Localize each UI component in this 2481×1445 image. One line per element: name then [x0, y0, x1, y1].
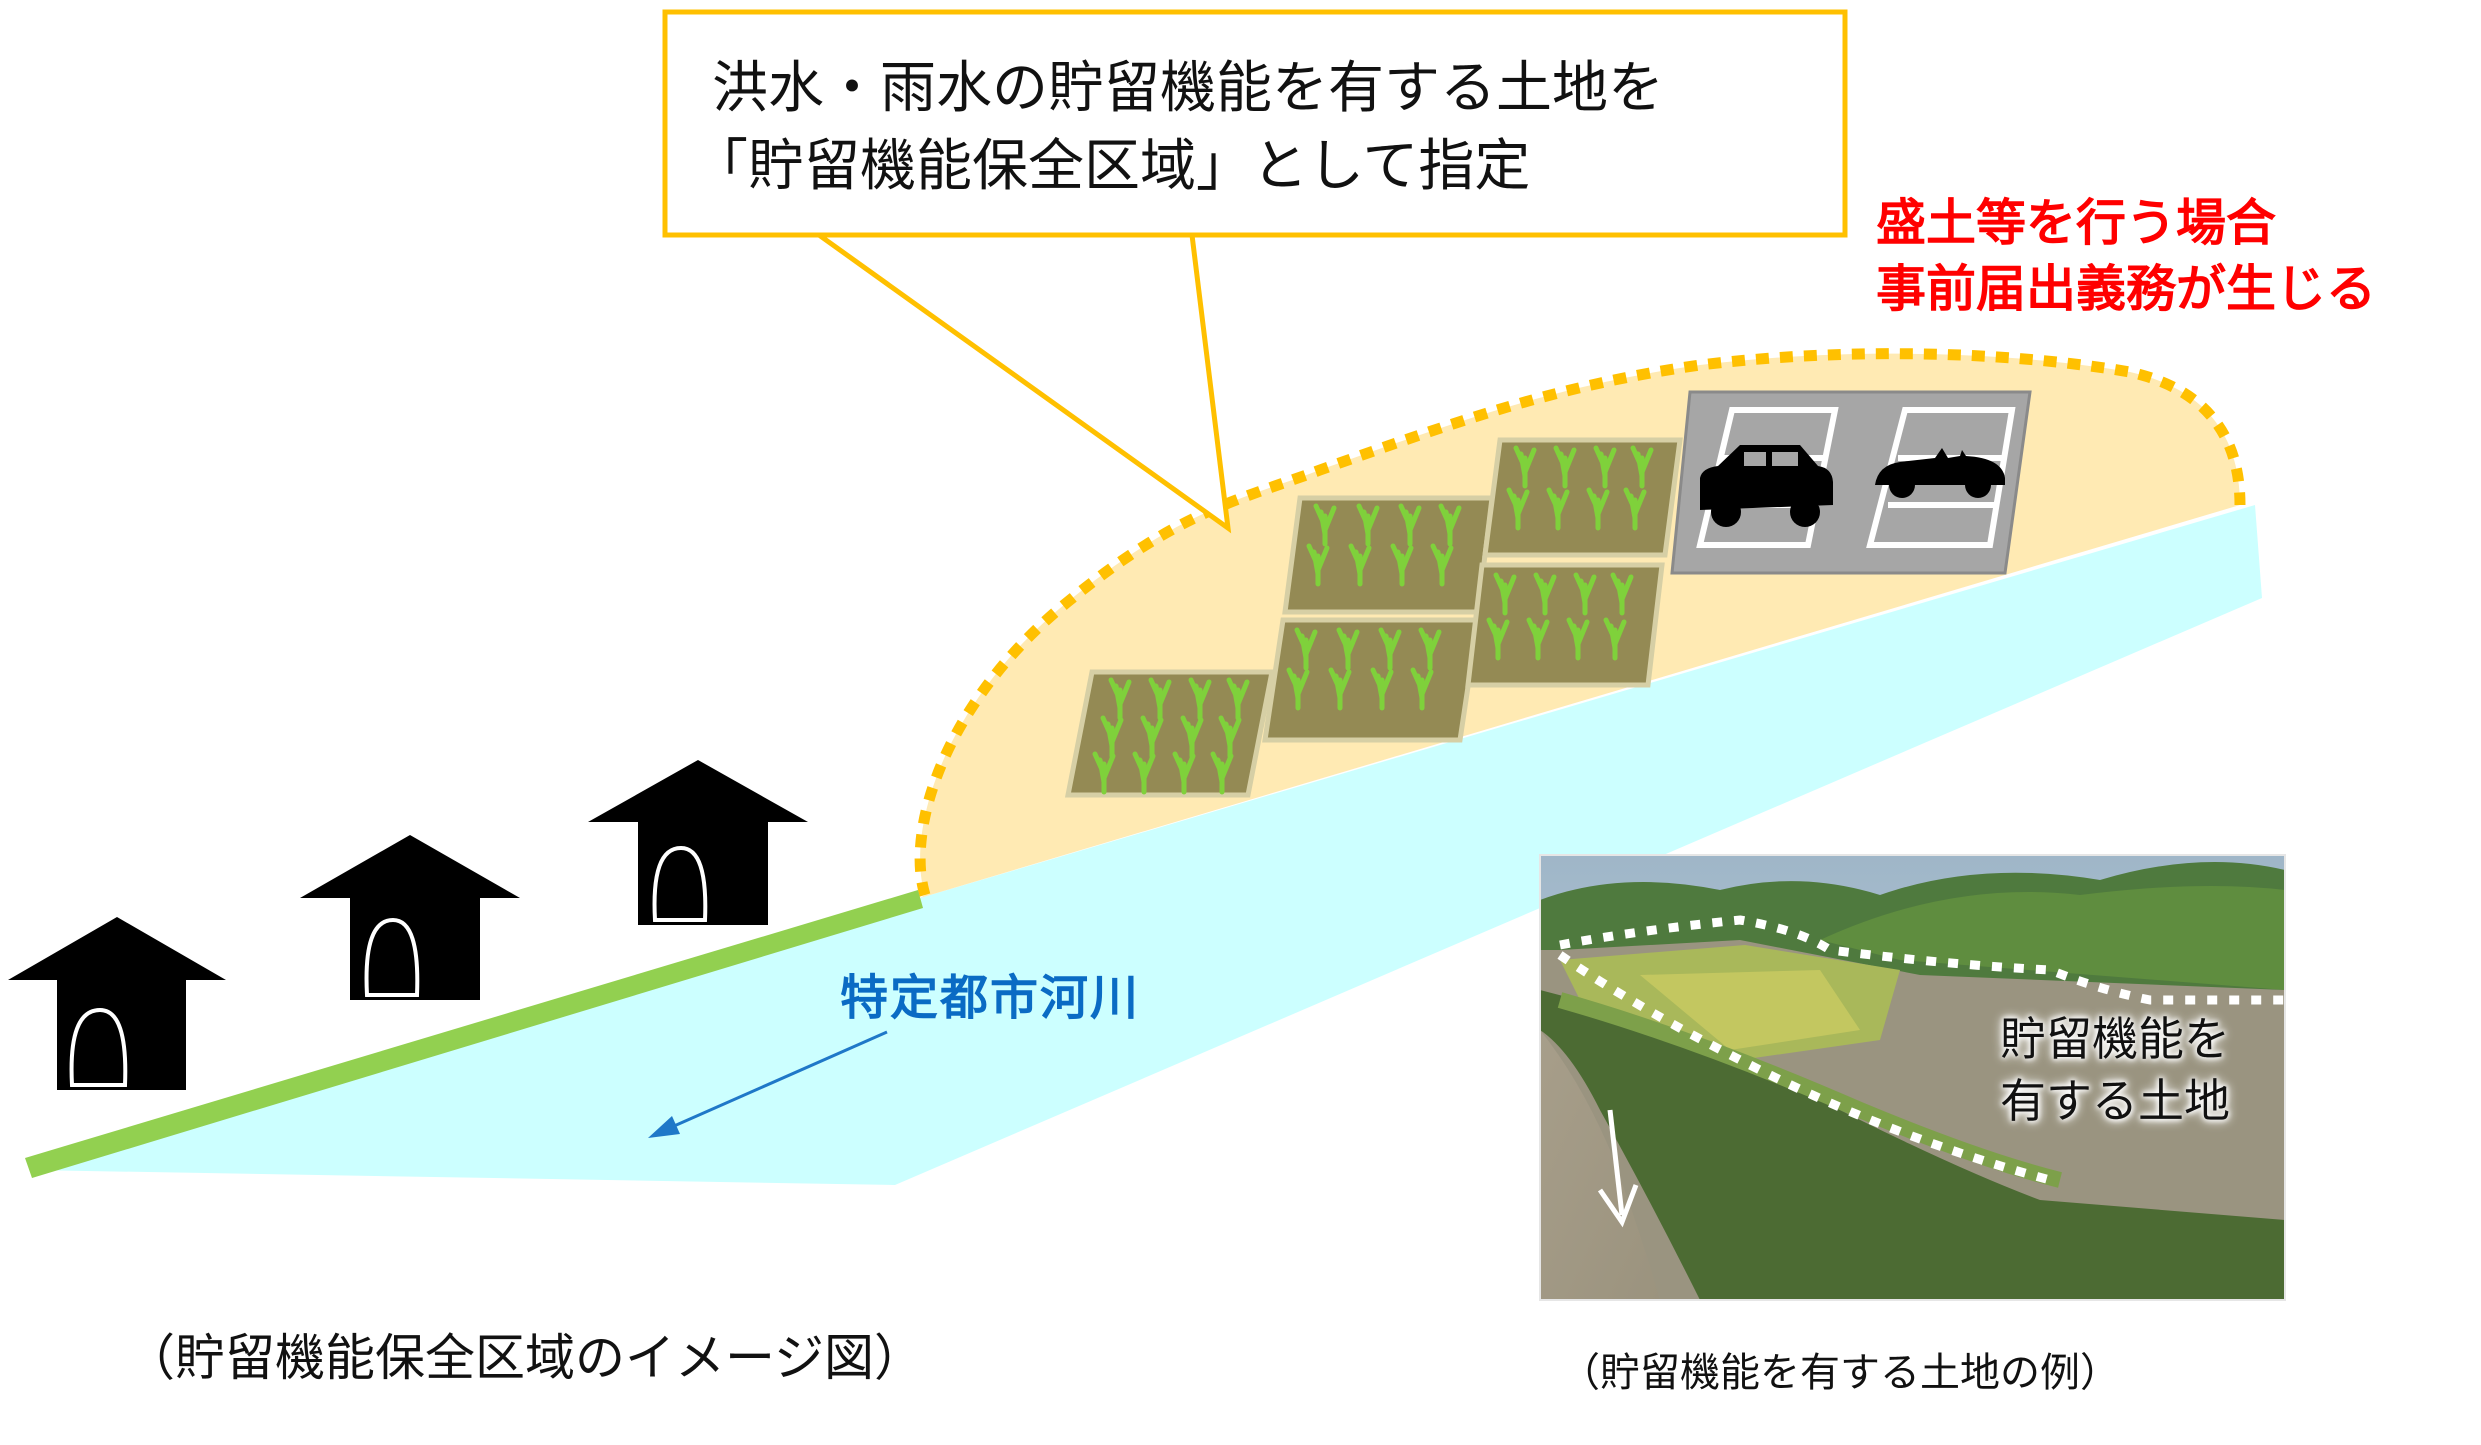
paddy-1: [1064, 669, 1276, 798]
house-icon: [588, 760, 808, 925]
houses: [8, 760, 808, 1090]
house-icon: [300, 835, 520, 1000]
river-label: 特定都市河川: [840, 970, 1141, 1026]
photo-label-line1: 貯留機能を: [2000, 1012, 2230, 1066]
paddy-2: [1282, 495, 1495, 615]
callout-text-line1: 洪水・雨水の貯留機能を有する土地を: [712, 56, 1664, 121]
paddy-4: [1482, 437, 1683, 558]
notice-text-line2: 事前届出義務が生じる: [1876, 260, 2376, 318]
levee-line: [25, 890, 923, 1178]
photo-label-line2: 有する土地: [2000, 1074, 2230, 1128]
paddy-3: [1262, 617, 1481, 743]
callout-text-line2: 「貯留機能保全区域」として指定: [692, 134, 1531, 199]
convertible-car-icon: [1875, 448, 2005, 498]
diagram-caption: （貯留機能保全区域のイメージ図）: [125, 1329, 924, 1387]
flow-direction-arrow-icon: [1597, 1109, 1639, 1228]
paddy-5: [1465, 562, 1665, 688]
sedan-car-icon: [1700, 445, 1833, 527]
photo-caption: （貯留機能を有する土地の例）: [1560, 1350, 2120, 1396]
house-icon: [8, 917, 226, 1090]
callout-box: [662, 9, 1848, 534]
example-photo: [1540, 855, 2285, 1300]
river-area: [30, 505, 2262, 1185]
notice-text-line1: 盛土等を行う場合: [1876, 194, 2276, 252]
river-flow-arrow-icon: [648, 1030, 888, 1138]
parking-lot: [1670, 390, 2032, 575]
rice-paddies: [1064, 437, 1683, 798]
